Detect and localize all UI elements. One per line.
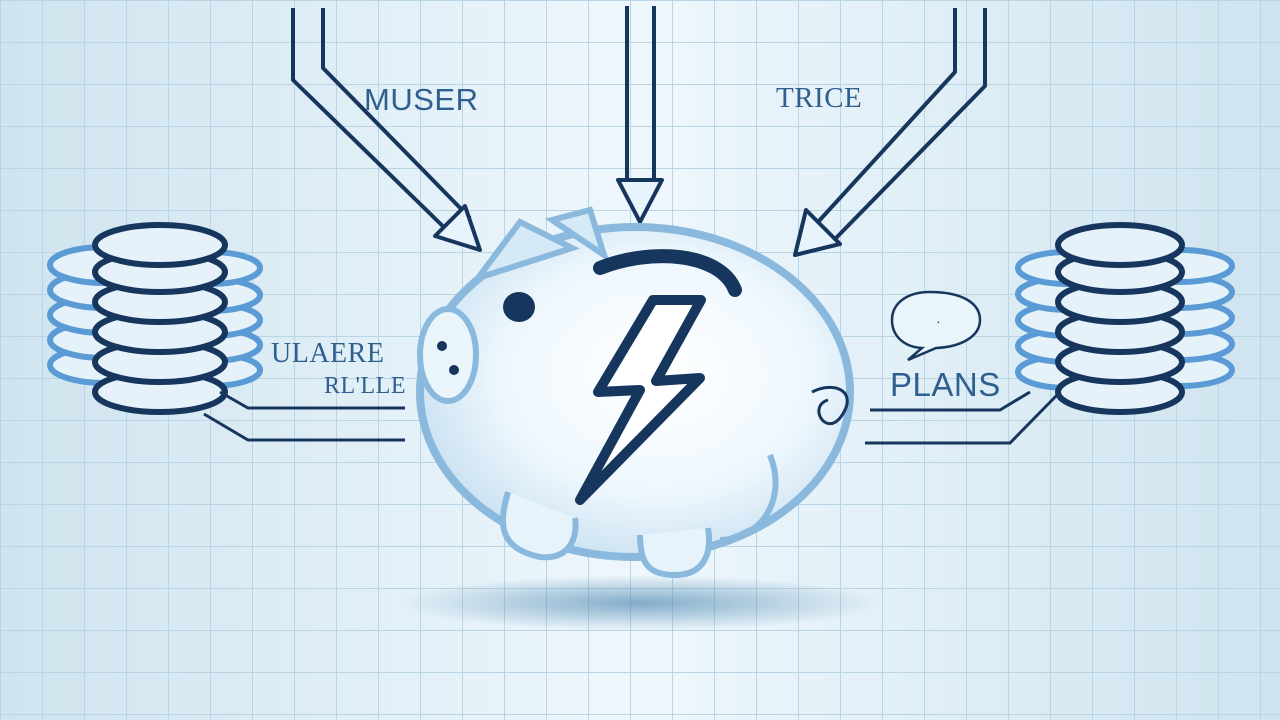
label-trice: TRICE [776,82,863,114]
arrow-center-top [616,6,664,224]
piggy-bank-lightning-icon [416,206,854,579]
right-connectors [865,390,1060,445]
right-coin-stack [1015,222,1235,415]
svg-text:·: · [936,313,941,329]
arrow-left-top [291,8,482,252]
label-left-bottom: RL'LLE [324,373,406,399]
label-user: MUSER [364,82,479,117]
label-plans: PLANS [890,366,1001,403]
label-left-top: ULAERE [271,338,385,369]
pig-shadow [400,575,880,631]
arrow-right-top [793,8,987,257]
left-coin-stack [47,222,263,415]
speech-bubble-icon: · [890,290,982,362]
left-connectors [203,390,405,442]
